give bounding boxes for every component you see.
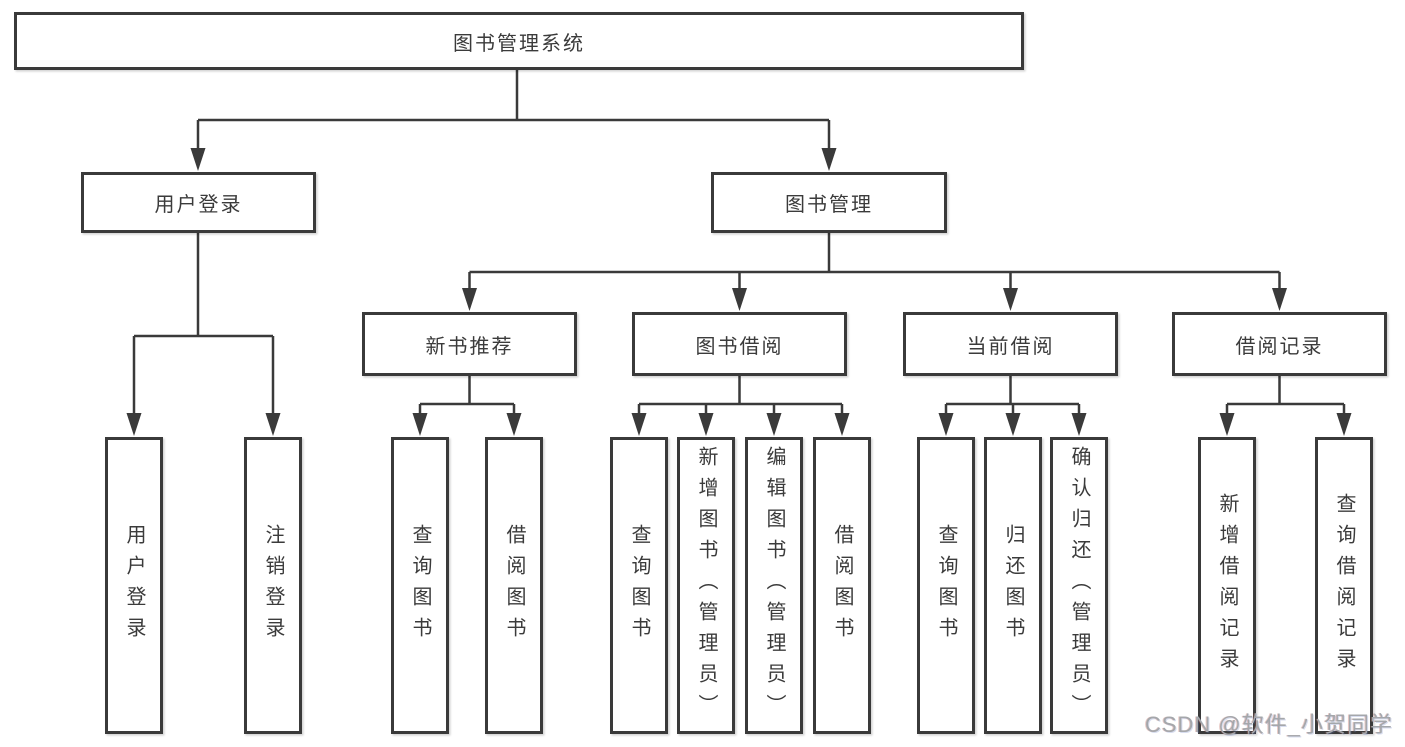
node-user-login: 用户登录 <box>81 172 316 233</box>
node-root: 图书管理系统 <box>14 12 1024 70</box>
arrowhead-icon <box>1071 413 1087 436</box>
node-book-borrowing: 图书借阅 <box>632 312 847 376</box>
arrowhead-icon <box>938 413 954 436</box>
leaf-add-book-admin-label: 新增图书（管理员） <box>695 446 717 725</box>
leaf-user-login: 用户登录 <box>105 437 163 734</box>
leaf-edit-book-admin-label: 编辑图书（管理员） <box>763 446 785 725</box>
arrowhead-icon <box>265 413 281 436</box>
leaf-query-books-current: 查询图书 <box>917 437 975 734</box>
leaf-query-books-current-label: 查询图书 <box>935 523 957 648</box>
arrowhead-icon <box>1336 413 1352 436</box>
tree-edges <box>132 70 1346 430</box>
leaf-query-borrow-record-label: 查询借阅记录 <box>1333 492 1355 679</box>
leaf-query-books-borrowing: 查询图书 <box>610 437 668 734</box>
arrowhead-icon <box>1003 288 1018 311</box>
node-user-login-label: 用户登录 <box>154 194 243 216</box>
leaf-query-books-borrowing-label: 查询图书 <box>628 523 650 648</box>
leaf-user-login-label: 用户登录 <box>123 523 145 648</box>
leaf-borrow-books-borrowing: 借阅图书 <box>813 437 871 734</box>
arrowhead-icon <box>412 413 428 436</box>
arrowhead-icon <box>462 288 477 311</box>
arrowhead-icon <box>732 288 747 311</box>
leaf-borrow-books-recommend: 借阅图书 <box>485 437 543 734</box>
leaf-return-book-label: 归还图书 <box>1002 523 1024 648</box>
leaf-borrow-books-borrowing-label: 借阅图书 <box>831 523 853 648</box>
csdn-watermark: CSDN @软件_小贺同学 <box>1144 712 1393 737</box>
leaf-add-borrow-record: 新增借阅记录 <box>1198 437 1256 734</box>
leaf-borrow-books-recommend-label: 借阅图书 <box>503 523 525 648</box>
node-current-borrowing: 当前借阅 <box>903 312 1118 376</box>
node-book-management-label: 图书管理 <box>785 194 873 216</box>
node-book-borrowing-label: 图书借阅 <box>695 335 784 358</box>
arrowhead-icon <box>1005 413 1021 436</box>
arrowhead-icon <box>1272 288 1287 311</box>
leaf-confirm-return-admin-label: 确认归还（管理员） <box>1068 446 1090 725</box>
arrowhead-icon <box>834 413 850 436</box>
leaf-query-books-recommend-label: 查询图书 <box>409 523 431 648</box>
leaf-logout: 注销登录 <box>244 437 302 734</box>
node-borrowing-records: 借阅记录 <box>1172 312 1387 376</box>
leaf-return-book: 归还图书 <box>984 437 1042 734</box>
node-root-label: 图书管理系统 <box>453 32 585 55</box>
leaf-add-book-admin: 新增图书（管理员） <box>677 437 735 734</box>
node-new-book-recommendation-label: 新书推荐 <box>425 335 514 358</box>
leaf-confirm-return-admin: 确认归还（管理员） <box>1050 437 1108 734</box>
arrowhead-icon <box>766 413 782 436</box>
arrowhead-icon <box>631 413 647 436</box>
node-current-borrowing-label: 当前借阅 <box>966 335 1055 358</box>
arrowhead-icon <box>698 413 714 436</box>
arrowhead-icon <box>1219 413 1235 436</box>
leaf-edit-book-admin: 编辑图书（管理员） <box>745 437 803 734</box>
leaf-add-borrow-record-label: 新增借阅记录 <box>1216 492 1238 679</box>
arrowhead-icons <box>126 148 1352 436</box>
node-new-book-recommendation: 新书推荐 <box>362 312 577 376</box>
node-book-management: 图书管理 <box>711 172 947 233</box>
leaf-query-borrow-record: 查询借阅记录 <box>1315 437 1373 734</box>
leaf-query-books-recommend: 查询图书 <box>391 437 449 734</box>
arrowhead-icon <box>190 148 206 171</box>
arrowhead-icon <box>126 413 142 436</box>
arrowhead-icon <box>506 413 522 436</box>
leaf-logout-label: 注销登录 <box>262 523 284 648</box>
arrowhead-icon <box>821 148 837 171</box>
node-borrowing-records-label: 借阅记录 <box>1235 335 1324 358</box>
